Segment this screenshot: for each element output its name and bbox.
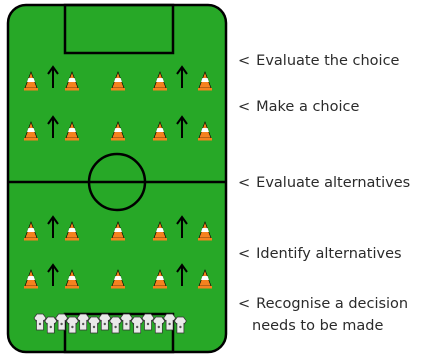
cones-group bbox=[24, 71, 212, 289]
step-label-evaluate-alternatives: < Evaluate alternatives bbox=[238, 172, 410, 194]
cone-icon bbox=[111, 269, 125, 289]
cone-icon bbox=[153, 121, 167, 141]
player-icon bbox=[109, 316, 123, 334]
cone-icon bbox=[153, 269, 167, 289]
arrow-up-icon bbox=[47, 263, 59, 286]
cone-icon bbox=[65, 269, 79, 289]
arrow-up-icon bbox=[47, 115, 59, 138]
player-icon bbox=[98, 313, 112, 331]
step-text: Evaluate alternatives bbox=[256, 175, 411, 191]
cone-icon bbox=[65, 221, 79, 241]
cone-icon bbox=[24, 71, 38, 91]
cone-icon bbox=[24, 269, 38, 289]
player-icon bbox=[152, 316, 166, 334]
cone-icon bbox=[198, 71, 212, 91]
player-icon bbox=[163, 313, 177, 331]
step-label-identify-alternatives: < Identify alternatives bbox=[238, 243, 402, 265]
players-group bbox=[33, 313, 187, 334]
player-icon bbox=[65, 316, 79, 334]
center-circle bbox=[87, 152, 147, 212]
cone-icon bbox=[198, 121, 212, 141]
label-prefix: < bbox=[238, 175, 251, 191]
player-icon bbox=[44, 316, 58, 334]
cone-icon bbox=[65, 71, 79, 91]
player-icon bbox=[130, 316, 144, 334]
cone-icon bbox=[111, 71, 125, 91]
player-icon bbox=[141, 313, 155, 331]
step-text-continuation: needs to be made bbox=[252, 318, 384, 334]
player-icon bbox=[33, 313, 47, 331]
player-icon bbox=[76, 313, 90, 331]
cone-icon bbox=[153, 221, 167, 241]
label-prefix: < bbox=[238, 99, 251, 115]
bottom-penalty-box bbox=[63, 312, 175, 354]
pitch-surface bbox=[6, 3, 228, 354]
arrow-up-icon bbox=[47, 65, 59, 88]
player-icon bbox=[55, 313, 69, 331]
step-text: Recognise a decision bbox=[256, 296, 409, 312]
top-penalty-box bbox=[63, 3, 175, 55]
step-label-recognise-decision: < Recognise a decision needs to be made bbox=[238, 293, 408, 337]
cone-icon bbox=[198, 221, 212, 241]
arrows-group bbox=[47, 65, 188, 286]
step-text: Evaluate the choice bbox=[256, 53, 400, 69]
step-label-make-choice: < Make a choice bbox=[238, 96, 359, 118]
label-prefix: < bbox=[238, 53, 251, 69]
label-prefix: < bbox=[238, 246, 251, 262]
label-prefix: < bbox=[238, 296, 251, 312]
arrow-up-icon bbox=[176, 65, 188, 88]
arrow-up-icon bbox=[176, 215, 188, 238]
arrow-up-icon bbox=[47, 215, 59, 238]
step-text: Identify alternatives bbox=[256, 246, 402, 262]
cone-icon bbox=[65, 121, 79, 141]
player-icon bbox=[87, 316, 101, 334]
cone-icon bbox=[111, 221, 125, 241]
cone-icon bbox=[24, 121, 38, 141]
arrow-up-icon bbox=[176, 115, 188, 138]
step-text: Make a choice bbox=[256, 99, 360, 115]
step-label-evaluate-choice: < Evaluate the choice bbox=[238, 50, 399, 72]
player-icon bbox=[173, 316, 187, 334]
cone-icon bbox=[153, 71, 167, 91]
arrow-up-icon bbox=[176, 263, 188, 286]
cone-icon bbox=[198, 269, 212, 289]
cone-icon bbox=[24, 221, 38, 241]
cone-icon bbox=[111, 121, 125, 141]
player-icon bbox=[119, 313, 133, 331]
